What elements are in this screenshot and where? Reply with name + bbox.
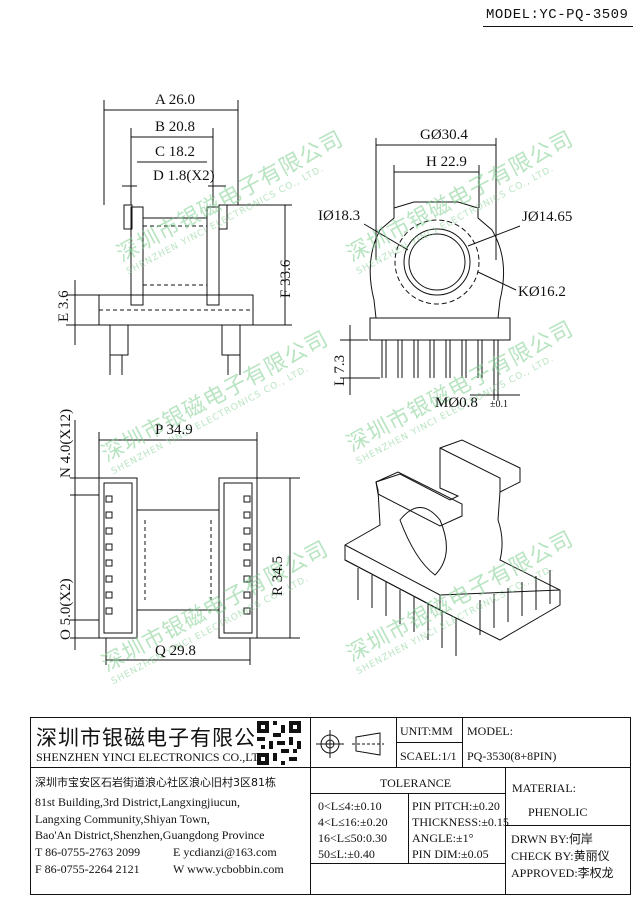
side-view <box>340 138 521 400</box>
approved-by: APPROVED:李权龙 <box>511 866 614 880</box>
material-value: PHENOLIC <box>528 805 588 819</box>
company-name-en: SHENZHEN YINCI ELECTRONICS CO.,LTD. <box>36 750 271 764</box>
header-rule <box>483 26 633 27</box>
company-name-cn: 深圳市银磁电子有限公司 <box>36 726 278 750</box>
title-block <box>30 717 631 895</box>
projection-symbol-icon <box>316 730 384 758</box>
tolerance-header: TOLERANCE <box>380 776 452 790</box>
fax: F 86-0755-2264 2121 <box>35 862 140 876</box>
dim-o: O 5.0(X2) <box>58 578 74 640</box>
check-by: CHECK BY:黄丽仪 <box>511 849 610 863</box>
dim-g: GØ30.4 <box>420 127 468 143</box>
dim-r: R 34.5 <box>270 555 286 596</box>
tol-row-1: 0<L≤4:±0.10 <box>318 799 382 813</box>
model-value: PQ-3530(8+8PIN) <box>467 749 557 763</box>
qr-code <box>257 721 301 765</box>
isometric-view <box>344 439 561 656</box>
tol2-row-4: PIN DIM:±0.05 <box>412 847 489 861</box>
dim-h: H 22.9 <box>426 154 467 170</box>
isometric-pins <box>357 568 551 656</box>
model-header-label: MODEL: <box>467 724 513 738</box>
bottom-pins-left <box>105 495 113 615</box>
dim-k: KØ16.2 <box>518 284 566 300</box>
side-view-pins <box>381 340 499 378</box>
dim-d: D 1.8(X2) <box>153 168 215 184</box>
bottom-pins-right <box>243 495 251 615</box>
tol2-row-2: THICKNESS:±0.15 <box>412 815 509 829</box>
model-header: MODEL:YC-PQ-3509 <box>486 7 629 23</box>
address-en-2: Langxing Community,Shiyan Town, <box>35 812 210 826</box>
address-en-3: Bao'An District,Shenzhen,Guangdong Provi… <box>35 828 265 842</box>
dim-l: L 7.3 <box>332 354 348 386</box>
website: W www.ycbobbin.com <box>173 862 284 876</box>
tel: T 86-0755-2763 2099 <box>35 845 141 859</box>
dim-j: JØ14.65 <box>522 209 573 225</box>
dim-m: MØ0.8 <box>435 395 478 411</box>
dim-n: N 4.0(X12) <box>58 408 74 478</box>
tol2-row-3: ANGLE:±1° <box>412 831 474 845</box>
dim-i: IØ18.3 <box>318 208 361 224</box>
dim-c: C 18.2 <box>155 144 196 160</box>
drawn-by: DRWN BY:何岸 <box>511 832 593 846</box>
dim-m-tol: ±0.1 <box>490 399 508 410</box>
dim-b: B 20.8 <box>155 119 196 135</box>
dim-p: P 34.9 <box>155 422 193 438</box>
dim-a: A 26.0 <box>155 92 196 108</box>
address-cn: 深圳市宝安区石岩街道浪心社区浪心旧村3区81栋 <box>35 776 276 789</box>
tol-row-3: 16<L≤50:0.30 <box>318 831 388 845</box>
material-header: MATERIAL: <box>512 781 576 795</box>
technical-drawing <box>66 100 561 665</box>
scale-label: SCAEL:1/1 <box>400 749 457 763</box>
unit-label: UNIT:MM <box>400 724 453 738</box>
tol2-row-1: PIN PITCH:±0.20 <box>412 799 500 813</box>
address-en-1: 81st Building,3rd District,Langxingjiucu… <box>35 795 240 809</box>
tol-row-2: 4<L≤16:±0.20 <box>318 815 388 829</box>
email: E ycdianzi@163.com <box>173 845 277 859</box>
dim-e: E 3.6 <box>56 290 72 322</box>
dim-q: Q 29.8 <box>155 643 196 659</box>
front-view <box>66 100 292 375</box>
tol-row-4: 50≤L:±0.40 <box>318 847 375 861</box>
bottom-view <box>70 420 300 665</box>
dim-f: F 33.6 <box>278 259 294 298</box>
